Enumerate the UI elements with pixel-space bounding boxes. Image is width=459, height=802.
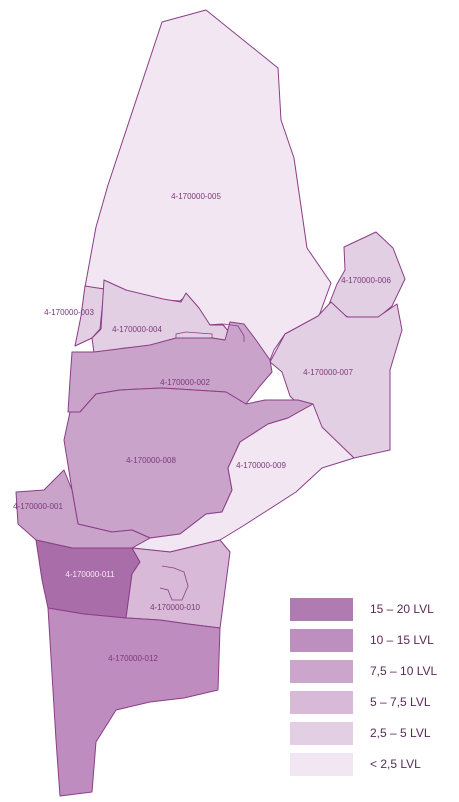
legend-label-2: 7,5 – 10 LVL bbox=[370, 664, 437, 678]
inner-boundaries bbox=[159, 323, 245, 601]
district-label-4-170000-004: 4-170000-004 bbox=[112, 325, 162, 334]
district-label-4-170000-009: 4-170000-009 bbox=[236, 461, 286, 470]
district-label-4-170000-001: 4-170000-001 bbox=[13, 502, 63, 511]
district-label-4-170000-007: 4-170000-007 bbox=[303, 368, 353, 377]
legend-label-5: < 2,5 LVL bbox=[370, 757, 421, 771]
legend-label-1: 10 – 15 LVL bbox=[370, 633, 434, 647]
legend-swatch-5 bbox=[290, 753, 353, 776]
district-4-170000-010[interactable] bbox=[125, 539, 231, 629]
district-label-4-170000-002: 4-170000-002 bbox=[160, 378, 210, 387]
district-4-170000-012[interactable] bbox=[47, 607, 221, 797]
district-label-4-170000-008: 4-170000-008 bbox=[126, 456, 176, 465]
legend-swatch-0 bbox=[290, 598, 353, 621]
district-label-4-170000-010: 4-170000-010 bbox=[150, 603, 200, 612]
district-label-4-170000-006: 4-170000-006 bbox=[341, 276, 391, 285]
district-4-170000-006[interactable] bbox=[327, 231, 406, 318]
district-label-4-170000-003: 4-170000-003 bbox=[44, 308, 94, 317]
legend-swatch-3 bbox=[290, 691, 353, 714]
legend-swatch-2 bbox=[290, 660, 353, 683]
legend-swatch-4 bbox=[290, 722, 353, 745]
legend-label-3: 5 – 7,5 LVL bbox=[370, 695, 431, 709]
district-4-170000-007[interactable] bbox=[269, 301, 403, 459]
legend-label-0: 15 – 20 LVL bbox=[370, 602, 434, 616]
legend-swatch-1 bbox=[290, 629, 353, 652]
district-label-4-170000-005: 4-170000-005 bbox=[171, 192, 221, 201]
district-label-4-170000-011: 4-170000-011 bbox=[65, 570, 115, 579]
legend-label-4: 2,5 – 5 LVL bbox=[370, 726, 431, 740]
district-label-4-170000-012: 4-170000-012 bbox=[108, 654, 158, 663]
map-legend: 15 – 20 LVL 10 – 15 LVL 7,5 – 10 LVL 5 –… bbox=[290, 598, 437, 776]
